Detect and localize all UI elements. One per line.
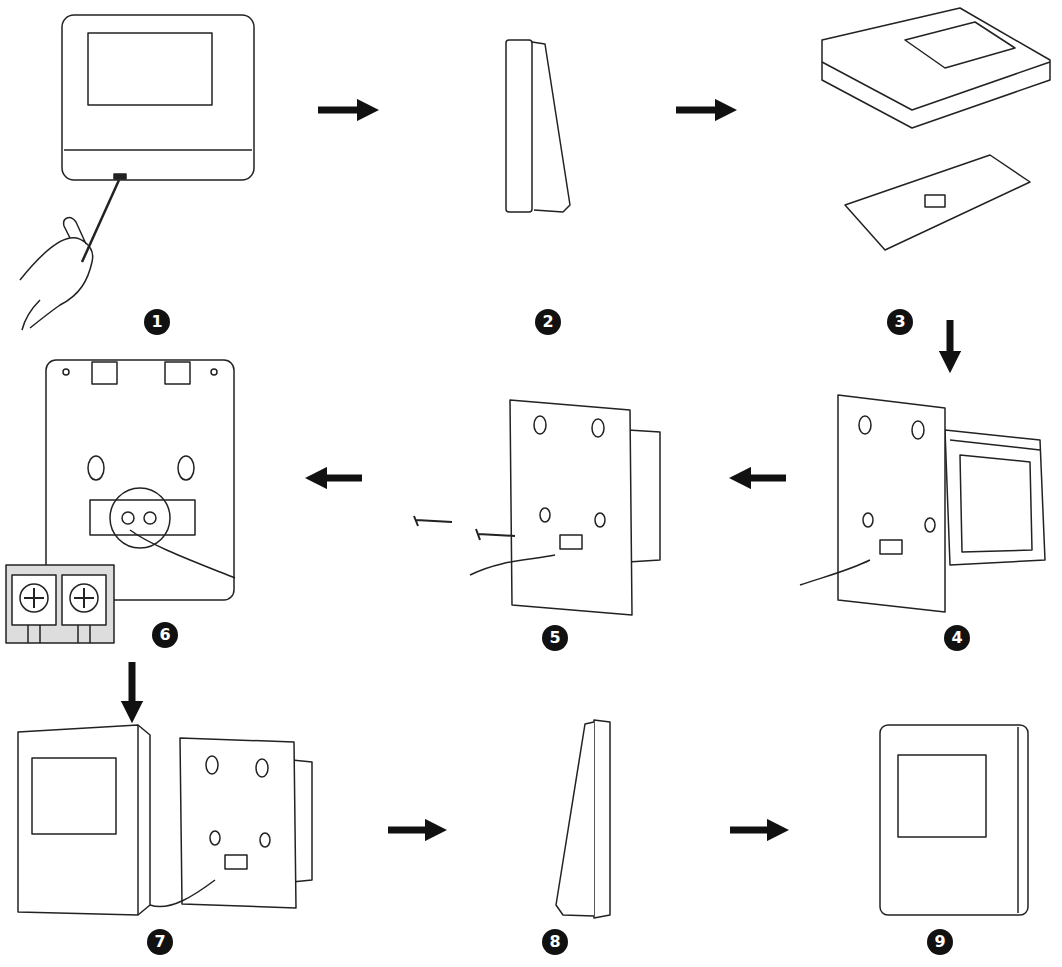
- callout-number: 9: [927, 929, 953, 955]
- hand: [20, 218, 93, 330]
- wall-box: [945, 430, 1045, 565]
- closing-cover: [556, 722, 594, 916]
- back-plate: [180, 738, 296, 908]
- wire: [28, 625, 90, 643]
- cable: [800, 560, 870, 585]
- screw-slot: [24, 588, 94, 608]
- screw-hole: [211, 369, 217, 375]
- mount-hole: [592, 419, 604, 437]
- step-arrow: [730, 827, 778, 834]
- back-plate-view: [46, 360, 234, 600]
- callout-number: 5: [542, 625, 568, 651]
- mount-hole: [210, 831, 220, 845]
- callout-disc: [535, 309, 561, 335]
- cover-edge: [1017, 727, 1019, 913]
- back-plate: [510, 400, 632, 615]
- step-arrow: [388, 827, 436, 834]
- callout-disc: [144, 309, 170, 335]
- step-arrow: [129, 662, 136, 712]
- mount-hole: [859, 416, 871, 434]
- step-arrow: [676, 107, 726, 114]
- magnify-circle: [110, 488, 170, 548]
- callout-number: 6: [152, 622, 178, 648]
- mount-hole: [256, 759, 268, 777]
- step-arrows: [132, 110, 950, 830]
- callout-discs: [144, 309, 970, 955]
- callout-number: 7: [147, 929, 173, 955]
- screw: [414, 516, 452, 526]
- screen: [898, 755, 986, 837]
- controller-front: [880, 725, 1028, 915]
- mount-hole: [595, 513, 605, 527]
- controller-side: [506, 40, 532, 212]
- mount-hole: [178, 456, 194, 480]
- mount-hole: [925, 518, 935, 532]
- plate-window: [225, 855, 247, 869]
- callout-disc: [927, 929, 953, 955]
- screen: [905, 22, 1015, 68]
- controller-front: [62, 15, 254, 180]
- cable: [150, 880, 215, 907]
- mount-hole: [534, 416, 546, 434]
- cover-edge: [822, 62, 1050, 110]
- terminal-inset: [6, 565, 114, 643]
- plate-window: [925, 195, 945, 207]
- callout-disc: [944, 625, 970, 651]
- screen: [88, 33, 212, 105]
- cable: [130, 530, 235, 578]
- step-arrow: [947, 320, 954, 362]
- opening-cover: [532, 42, 570, 212]
- step-arrow: [740, 475, 786, 482]
- callout-disc: [542, 929, 568, 955]
- screen: [32, 758, 116, 834]
- mount-hole: [206, 756, 218, 774]
- wall-box-inner: [950, 440, 1040, 552]
- callout-disc: [542, 625, 568, 651]
- step-arrow: [318, 107, 368, 114]
- cable: [470, 555, 555, 575]
- release-slot: [114, 174, 126, 179]
- plate-window: [880, 540, 902, 554]
- mount-hole: [540, 508, 550, 522]
- controller-front: [18, 725, 150, 915]
- terminal-bay: [90, 500, 195, 535]
- callout-disc: [887, 309, 913, 335]
- back-plate: [845, 155, 1030, 250]
- callout-number: 4: [944, 625, 970, 651]
- cover-edge: [137, 725, 139, 915]
- step-arrow: [316, 475, 362, 482]
- terminal-screw: [122, 512, 134, 524]
- screw-hole: [63, 369, 69, 375]
- terminal-screw: [144, 512, 156, 524]
- mount-hole: [88, 456, 104, 480]
- plate-window: [560, 535, 582, 549]
- back-plate-side: [594, 720, 610, 918]
- screwdriver: [82, 180, 119, 262]
- callout-disc: [147, 929, 173, 955]
- front-cover: [822, 8, 1050, 128]
- callout-disc: [152, 622, 178, 648]
- clip: [92, 362, 117, 384]
- back-plate: [838, 395, 945, 612]
- screw: [476, 529, 515, 540]
- callout-number: 3: [887, 309, 913, 335]
- wall-box: [628, 430, 660, 562]
- mount-hole: [260, 833, 270, 847]
- callout-number: 1: [144, 309, 170, 335]
- callout-number: 8: [542, 929, 568, 955]
- edge-line: [64, 149, 252, 151]
- clip: [165, 362, 190, 384]
- mount-hole: [863, 513, 873, 527]
- callout-number: 2: [535, 309, 561, 335]
- mount-hole: [912, 421, 924, 439]
